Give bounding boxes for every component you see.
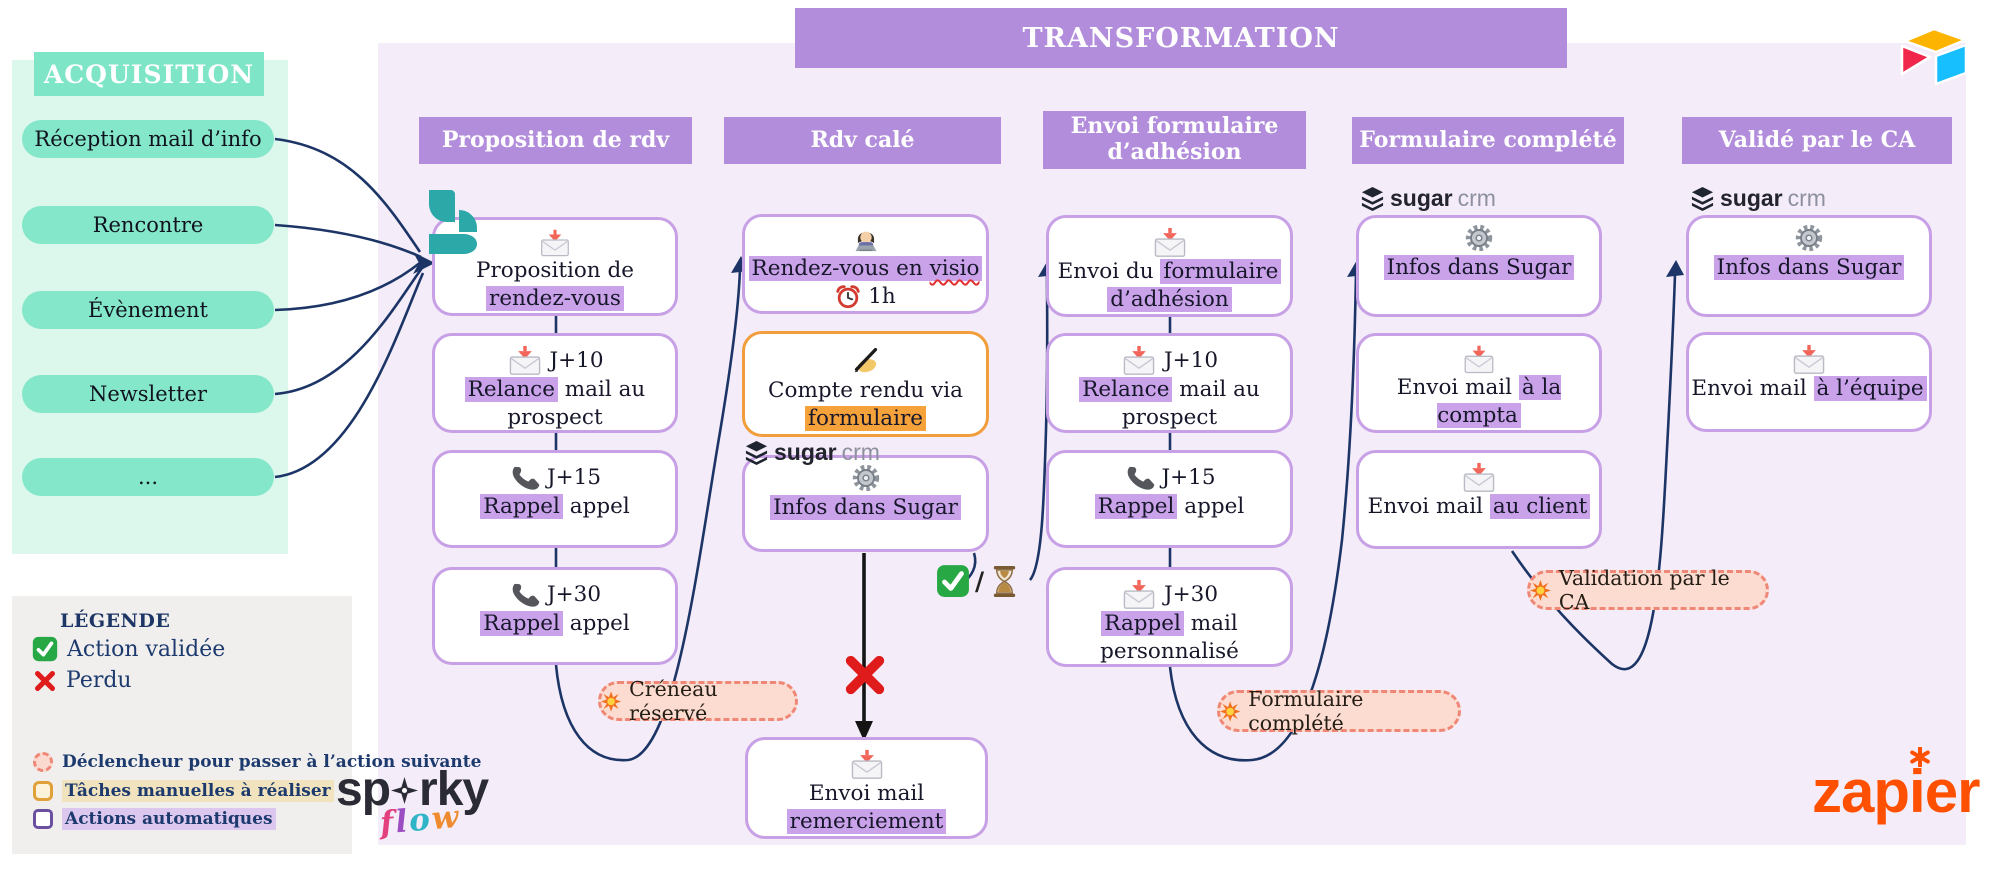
card-infos-sugar-rdv[interactable]: Infos dans Sugar (742, 455, 989, 552)
acquisition-item-newsletter[interactable]: Newsletter (22, 375, 274, 413)
trigger-shape-icon (33, 752, 53, 772)
card-envoi-mail-client[interactable]: Envoi mail au client (1356, 450, 1602, 549)
burst-icon (1530, 580, 1551, 601)
column-header-proposition-rdv: Proposition de rdv (419, 117, 692, 164)
woman-technologist-icon (849, 226, 883, 255)
gear-icon (1793, 222, 1825, 254)
legend-title: LÉGENDE (60, 610, 171, 632)
gate-validated-or-wait: / (936, 564, 1020, 598)
sparkyflow-logo: sp rky flow (336, 763, 489, 842)
card-envoi-mail-compta[interactable]: Envoi mail à la compta (1356, 333, 1602, 433)
column-header-rdv-cale: Rdv calé (724, 117, 1001, 164)
mail-icon (1152, 227, 1188, 258)
card-relance-mail-j10-adhesion[interactable]: J+10 Relance mail au prospect (1046, 333, 1293, 433)
phone-icon (509, 462, 540, 493)
alarm-clock-icon (835, 284, 861, 310)
sparkyflow-flow-word: flow (378, 798, 462, 842)
card-compte-rendu-formulaire[interactable]: Compte rendu via formulaire (742, 331, 989, 437)
acquisition-item-rencontre[interactable]: Rencontre (22, 206, 274, 244)
gear-icon (1463, 222, 1495, 254)
card-rappel-mail-personnalise-j30[interactable]: J+30 Rappel mail personnalisé (1046, 567, 1293, 667)
column-header-envoi-formulaire: Envoi formulaire d’adhésion (1043, 111, 1306, 169)
mail-icon (1121, 579, 1157, 610)
sugarcrm-layers-icon (1690, 186, 1715, 211)
legend-actions-automatiques: Actions automatiques (33, 808, 276, 830)
writing-hand-icon (849, 343, 883, 377)
card-rendez-vous-visio[interactable]: Rendez-vous en visio 1h (742, 214, 989, 314)
mail-icon (507, 345, 543, 376)
card-envoi-formulaire-adhesion[interactable]: Envoi du formulaire d’adhésion (1046, 215, 1293, 317)
mail-icon (1461, 345, 1497, 374)
acquisition-header: ACQUISITION (34, 52, 264, 96)
mail-icon (849, 749, 885, 780)
badge-validation-ca: Validation par le CA (1527, 566, 1769, 614)
sugarcrm-layers-icon (1360, 186, 1385, 211)
legend-declencheur: Déclencheur pour passer à l’action suiva… (33, 752, 481, 772)
airtable-logo (1896, 26, 1976, 92)
zapier-asterisk-icon (1910, 747, 1930, 767)
card-rappel-appel-j15[interactable]: J+15 Rappel appel (432, 450, 678, 548)
card-envoi-mail-remerciement[interactable]: Envoi mail remerciement (745, 737, 988, 839)
mail-icon (1791, 344, 1827, 375)
check-mark-icon (936, 564, 970, 598)
lost-cross-icon (33, 669, 57, 693)
mail-icon (1461, 462, 1497, 493)
card-relance-mail-j10[interactable]: J+10 Relance mail au prospect (432, 333, 678, 433)
acquisition-item-evenement[interactable]: Évènement (22, 291, 274, 329)
badge-creneau-reserve: Créneau réservé (598, 677, 798, 725)
card-rappel-appel-j30[interactable]: J+30 Rappel appel (432, 567, 678, 665)
scheduling-tool-logo (407, 186, 483, 262)
card-rappel-appel-j15-adhesion[interactable]: J+15 Rappel appel (1046, 450, 1293, 548)
phone-icon (1124, 462, 1155, 493)
mail-icon (537, 229, 573, 257)
mail-icon (1121, 345, 1157, 376)
transformation-header: TRANSFORMATION (795, 8, 1567, 68)
card-infos-sugar-complete[interactable]: Infos dans Sugar (1356, 215, 1602, 317)
burst-icon (601, 691, 621, 712)
gear-icon (850, 462, 882, 494)
acquisition-title: ACQUISITION (43, 59, 255, 89)
manual-task-shape-icon (33, 781, 53, 801)
lost-cross-icon (842, 652, 888, 698)
acquisition-item-mail-info[interactable]: Réception mail d’info (22, 120, 274, 158)
card-infos-sugar-valide[interactable]: Infos dans Sugar (1686, 215, 1932, 317)
legend-taches-manuelles: Tâches manuelles à réaliser (33, 780, 334, 802)
legend-action-validee: Action validée (32, 636, 225, 662)
sugarcrm-layers-icon (744, 440, 769, 465)
card-envoi-mail-equipe[interactable]: Envoi mail à l’équipe (1686, 332, 1932, 432)
transformation-title: TRANSFORMATION (1022, 22, 1340, 54)
burst-icon (1220, 701, 1240, 722)
badge-formulaire-complete: Formulaire complété (1217, 687, 1461, 735)
auto-action-shape-icon (33, 809, 53, 829)
card-proposition-rendez-vous[interactable]: Proposition de rendez-vous (432, 217, 678, 316)
column-header-valide-ca: Validé par le CA (1682, 117, 1952, 164)
phone-icon (509, 579, 540, 610)
acquisition-item-more[interactable]: ... (22, 458, 274, 496)
legend-perdu: Perdu (33, 668, 132, 693)
hourglass-icon (989, 565, 1020, 598)
sparky-star-icon (391, 777, 418, 804)
check-mark-icon (32, 636, 58, 662)
column-header-formulaire-complete: Formulaire complété (1352, 117, 1624, 164)
